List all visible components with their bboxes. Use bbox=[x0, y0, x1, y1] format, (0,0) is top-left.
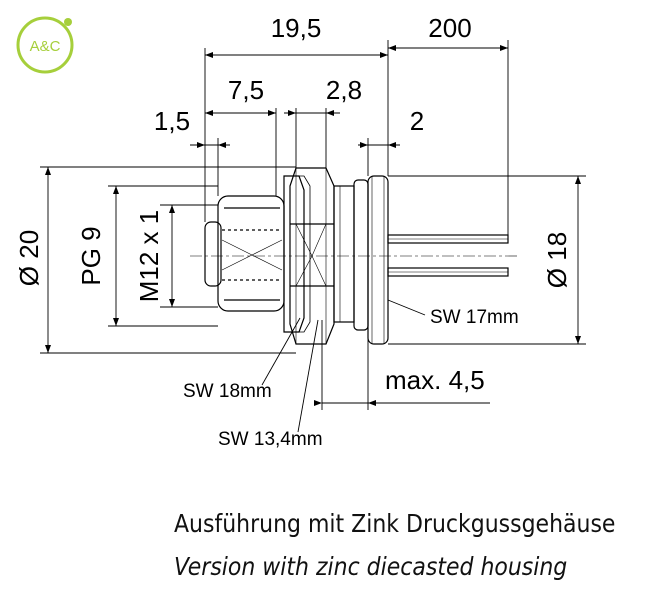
dim-thread-metric: M12 x 1 bbox=[134, 210, 164, 303]
callout-sw-18: SW 18mm bbox=[183, 381, 272, 402]
dim-overall-length: 19,5 bbox=[271, 13, 322, 43]
callout-sw-13: SW 13,4mm bbox=[218, 429, 323, 450]
dim-outer-diameter: Ø 20 bbox=[14, 230, 44, 286]
dim-panel-thickness: max. 4,5 bbox=[385, 365, 485, 395]
dim-rear-diameter: Ø 18 bbox=[542, 232, 572, 288]
ac-logo: A&C bbox=[16, 16, 74, 74]
caption-german: Ausführung mit Zink Druckgussgehäuse bbox=[174, 509, 616, 538]
arrowheads bbox=[45, 45, 581, 406]
dim-flange-length: 7,5 bbox=[228, 75, 264, 105]
dim-thread-pg: PG 9 bbox=[76, 226, 106, 285]
callout-sw-17: SW 17mm bbox=[430, 307, 519, 328]
logo-text: A&C bbox=[30, 38, 61, 55]
dim-rear-gap: 2 bbox=[410, 106, 424, 136]
connector-body bbox=[204, 167, 509, 345]
dim-cable-length: 200 bbox=[428, 13, 471, 43]
caption-english: Version with zinc diecasted housing bbox=[174, 552, 568, 581]
dim-front-step: 1,5 bbox=[154, 106, 190, 136]
dim-nut-thickness: 2,8 bbox=[326, 75, 362, 105]
dimension-lines bbox=[40, 40, 586, 433]
